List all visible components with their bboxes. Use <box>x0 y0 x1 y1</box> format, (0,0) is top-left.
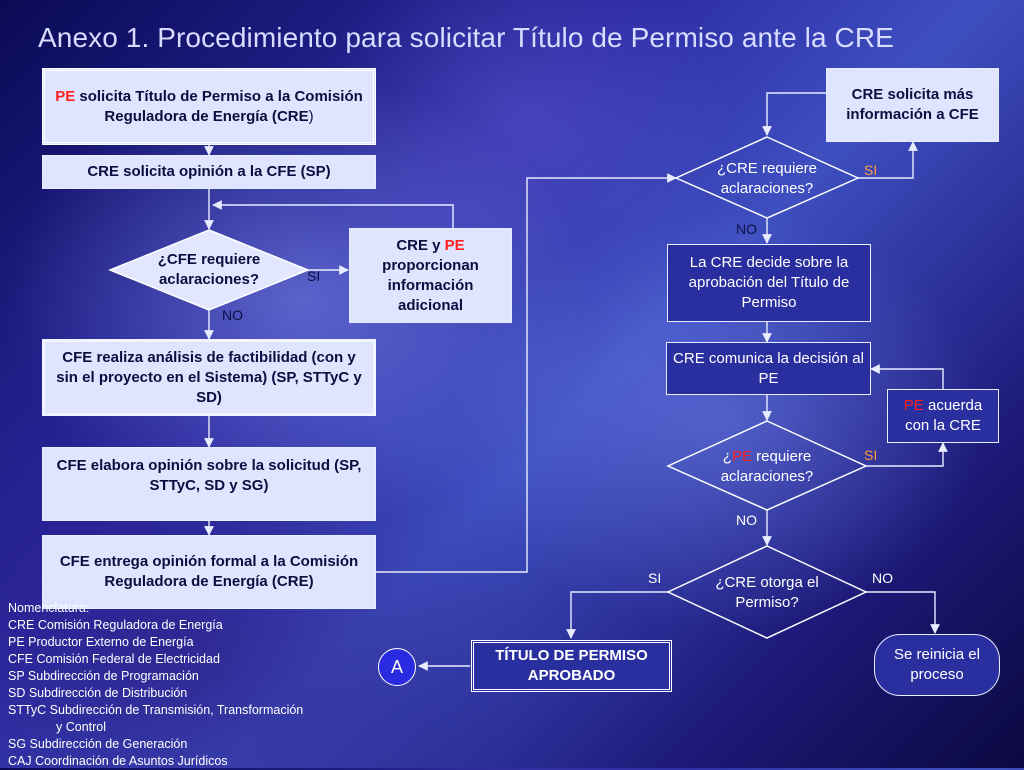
box-pe-solicita-cre: CRE <box>276 107 309 125</box>
box-cre-solicita-mas-text: CRE solicita más información a CFE <box>846 86 979 123</box>
legend-heading: Nomenclatura: <box>8 601 90 615</box>
pe-highlight-2: PE <box>444 236 465 254</box>
label-no-cre: NO <box>736 221 757 237</box>
decision-cre-aclaraciones-label: ¿CRE requiere aclaraciones? <box>716 160 818 197</box>
arrow-entrega-to-cre-decision <box>376 173 677 573</box>
label-no-pe: NO <box>736 512 757 528</box>
box-proporcionan-b: proporcionan información adicional <box>382 256 479 314</box>
decision-cfe-aclaraciones <box>107 229 311 311</box>
arrow-si-to-titulo <box>566 591 670 639</box>
box-cre-solicita-cfe: CRE solicita opinión a la CFE (SP) <box>42 155 376 189</box>
connector-a: A <box>378 648 416 686</box>
decision-pe-open: ¿ <box>722 448 732 465</box>
box-titulo-aprobado-text: TÍTULO DE PERMISO APROBADO <box>495 647 648 684</box>
pe-highlight-4: PE <box>731 448 752 465</box>
box-cfe-analisis: CFE realiza análisis de factibilidad (co… <box>42 339 376 416</box>
legend-item: SP Subdirección de Programación <box>8 669 199 683</box>
box-cre-solicita-cfe-text: CRE solicita opinión a la CFE (SP) <box>87 163 331 180</box>
pe-highlight-3: PE <box>903 397 924 414</box>
label-si-otorga: SI <box>648 570 662 586</box>
box-pe-acuerda-text: acuerda con la CRE <box>905 397 983 434</box>
box-pe-solicita-close: ) <box>308 107 314 125</box>
slide-title: Anexo 1. Procedimiento para solicitar Tí… <box>38 22 894 53</box>
decision-pe-aclaraciones <box>666 420 868 511</box>
box-cfe-elabora-text: CFE elabora opinión sobre la solicitud (… <box>56 457 362 494</box>
box-cfe-analisis-text: CFE realiza análisis de factibilidad (co… <box>56 348 362 406</box>
nomenclature-legend: Nomenclatura: CRE Comisión Reguladora de… <box>8 600 368 770</box>
label-no-otorga: NO <box>872 570 893 586</box>
legend-item: CRE Comisión Reguladora de Energía <box>8 618 223 632</box>
box-proporcionan-a: CRE y <box>396 236 445 254</box>
legend-item: y Control <box>56 720 107 734</box>
box-pe-acuerda: PE acuerda con la CRE <box>887 389 999 443</box>
label-si-cfe: SI <box>307 268 321 284</box>
arrow-si-to-cre-mas <box>858 141 918 179</box>
decision-cre-otorga-label: ¿CRE otorga el Permiso? <box>715 574 819 611</box>
box-pe-solicita-text: solicita Título de Permiso a la Comisión… <box>75 87 363 125</box>
box-cre-comunica: CRE comunica la decisión al PE <box>666 342 871 395</box>
legend-item: CFE Comisión Federal de Electricidad <box>8 652 220 666</box>
arrow-si-to-pe-acuerda <box>866 442 948 467</box>
legend-item: PE Productor Externo de Energía <box>8 635 194 649</box>
box-pe-solicita: PE solicita Título de Permiso a la Comis… <box>42 68 376 145</box>
box-cre-comunica-text: CRE comunica la decisión al PE <box>673 349 864 387</box>
box-cre-decide: La CRE decide sobre la aprobación del Tí… <box>667 244 871 322</box>
label-si-pe: SI <box>864 447 878 463</box>
box-reinicia: Se reinicia el proceso <box>874 634 1000 696</box>
legend-item: SD Subdirección de Distribución <box>8 686 188 700</box>
legend-item: SG Subdirección de Generación <box>8 737 188 751</box>
decision-cfe-aclaraciones-label: ¿CFE requiere aclaraciones? <box>157 251 261 288</box>
decision-pe-aclaraciones-label: ¿PE requiere aclaraciones? <box>702 447 832 487</box>
legend-item: STTyC Subdirección de Transmisión, Trans… <box>8 703 304 717</box>
box-titulo-aprobado: TÍTULO DE PERMISO APROBADO <box>471 640 672 692</box>
arrow-info-loop-back <box>212 200 454 228</box>
arrow-cre-mas-loop <box>762 92 826 136</box>
box-cfe-entrega: CFE entrega opinión formal a la Comisión… <box>42 535 376 609</box>
box-cfe-entrega-text: CFE entrega opinión formal a la Comisión… <box>59 553 359 590</box>
box-cre-pe-proporcionan: CRE y PE proporcionan información adicio… <box>349 228 512 323</box>
pe-highlight: PE <box>55 87 76 105</box>
arrow-no-to-reinicia <box>864 591 940 634</box>
box-cre-solicita-mas: CRE solicita más información a CFE <box>826 68 999 142</box>
decision-pe-text: requiere aclaraciones? <box>720 448 814 485</box>
legend-item: CAJ Coordinación de Asuntos Jurídicos <box>8 754 228 768</box>
arrow-pe-acuerda-loop <box>870 364 944 389</box>
box-cre-decide-text: La CRE decide sobre la aprobación del Tí… <box>688 254 850 311</box>
box-reinicia-text: Se reinicia el proceso <box>894 646 980 683</box>
decision-cre-aclaraciones <box>674 136 860 219</box>
label-si-cre: SI <box>864 162 878 178</box>
label-no-cfe: NO <box>222 307 243 323</box>
box-cfe-elabora: CFE elabora opinión sobre la solicitud (… <box>42 447 376 521</box>
decision-cre-otorga <box>666 545 868 639</box>
